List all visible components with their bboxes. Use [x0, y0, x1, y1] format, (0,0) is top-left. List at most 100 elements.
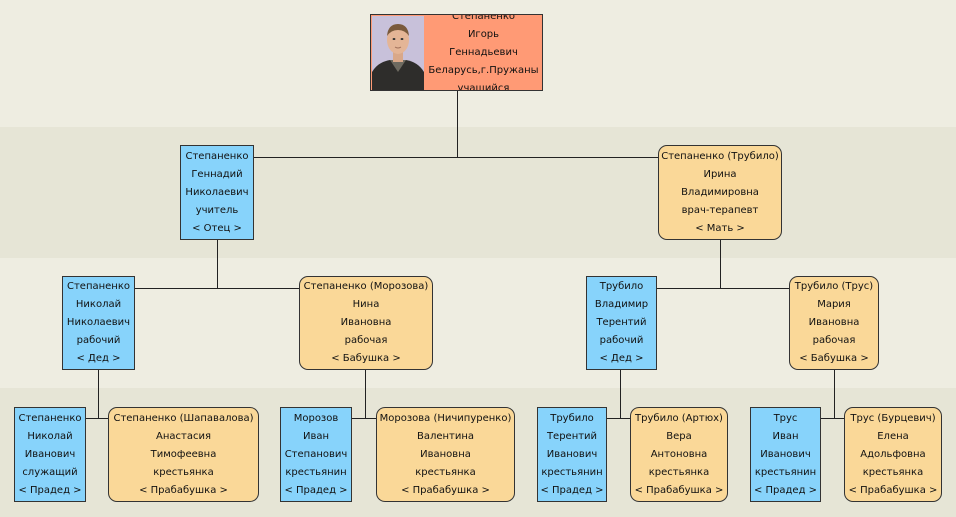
surname: Трубило (Трус)	[794, 281, 874, 292]
relation-label: < Прадед >	[284, 484, 348, 496]
first-name: Владимир	[594, 299, 649, 310]
person-card-great-grandfather-1[interactable]: Степаненко Николай Иванович служащий < П…	[14, 407, 86, 502]
first-name: Николай	[27, 430, 73, 442]
occupation: крестьянка	[862, 466, 924, 478]
person-photo-icon	[372, 16, 424, 90]
surname: Степаненко	[185, 150, 249, 162]
relation-label: < Прадед >	[540, 484, 604, 496]
person-card-mother[interactable]: Степаненко (Трубило) Ирина Владимировна …	[658, 145, 782, 240]
relation-label: < Дед >	[76, 353, 121, 364]
connector-mother	[657, 240, 789, 289]
patronymic: Ивановна	[808, 317, 860, 328]
first-name: Ирина	[703, 168, 737, 180]
occupation: врач-терапевт	[681, 204, 759, 216]
first-name: Николай	[75, 299, 122, 310]
relation-label: < Прабабушка >	[848, 484, 938, 496]
connector-father	[135, 240, 299, 289]
surname: Морозов	[293, 412, 339, 424]
person-card-father[interactable]: Степаненко Геннадий Николаевич учитель <…	[180, 145, 254, 240]
relation-label: < Прабабушка >	[634, 484, 724, 496]
person-card-great-grandfather-2[interactable]: Морозов Иван Степанович крестьянин < Пра…	[280, 407, 352, 502]
person-card-grandfather-maternal[interactable]: Трубило Владимир Терентий рабочий < Дед …	[586, 276, 657, 370]
relation-label: < Дед >	[599, 353, 644, 364]
occupation: учитель	[195, 204, 239, 216]
surname: Трубило (Артюх)	[635, 412, 723, 424]
occupation: крестьянин	[754, 466, 817, 478]
connector-gm1	[352, 370, 376, 419]
generation-band-2	[0, 127, 956, 258]
patronymic: Иванович	[760, 448, 811, 460]
patronymic: Николаевич	[185, 186, 249, 198]
patronymic: Ивановна	[340, 317, 392, 328]
relation-label: < Прадед >	[18, 484, 82, 496]
location: Беларусь,г.Пружаны	[428, 64, 539, 76]
occupation: крестьянка	[415, 466, 476, 478]
first-name: Анастасия	[156, 430, 211, 442]
occupation: крестьянка	[153, 466, 214, 478]
first-name: Вера	[666, 430, 692, 442]
patronymic: Иванович	[24, 448, 76, 460]
person-card-great-grandmother-4[interactable]: Трус (Бурцевич) Елена Адольфовна крестья…	[844, 407, 942, 502]
relation-label: < Прадед >	[753, 484, 818, 496]
person-card-great-grandfather-4[interactable]: Трус Иван Иванович крестьянин < Прадед >	[750, 407, 821, 502]
surname: Трубило	[599, 281, 644, 292]
first-name: Валентина	[416, 430, 475, 442]
surname: Степаненко (Морозова)	[303, 281, 429, 292]
connector-gm2	[821, 370, 844, 419]
patronymic: Тимофеевна	[150, 448, 217, 460]
first-name: Иван	[302, 430, 330, 442]
occupation: рабочий	[599, 335, 644, 346]
person-photo	[372, 16, 424, 90]
patronymic: Иванович	[546, 448, 598, 460]
surname: Трус	[773, 412, 798, 424]
patronymic: Терентий	[596, 317, 647, 328]
relation-label: < Прабабушка >	[401, 484, 490, 496]
surname: Морозова (Ничипуренко)	[379, 412, 512, 424]
occupation: служащий	[22, 466, 78, 478]
person-card-great-grandfather-3[interactable]: Трубило Терентий Иванович крестьянин < П…	[537, 407, 607, 502]
occupation: рабочий	[76, 335, 121, 346]
person-card-grandmother-paternal[interactable]: Степаненко (Морозова) Нина Ивановна рабо…	[299, 276, 433, 370]
person-card-great-grandmother-2[interactable]: Морозова (Ничипуренко) Валентина Ивановн…	[376, 407, 515, 502]
relation-label: < Бабушка >	[799, 353, 869, 364]
occupation: крестьянин	[285, 466, 347, 478]
connector-root	[254, 91, 658, 158]
person-card-great-grandmother-1[interactable]: Степаненко (Шапавалова) Анастасия Тимофе…	[108, 407, 259, 502]
first-name: Игорь	[467, 28, 500, 40]
surname: Степаненко	[18, 412, 82, 424]
patronymic: Степанович	[284, 448, 348, 460]
occupation: рабочая	[344, 335, 388, 346]
first-name: Нина	[352, 299, 380, 310]
connector-gf2	[607, 370, 630, 419]
surname: Степаненко	[66, 281, 130, 292]
occupation: учащийся	[457, 82, 510, 91]
first-name: Елена	[877, 430, 909, 442]
first-name: Геннадий	[191, 168, 243, 180]
surname: Степаненко	[451, 14, 515, 22]
surname: Трубило	[550, 412, 594, 424]
surname: Степаненко (Шапавалова)	[113, 412, 254, 424]
patronymic: Адольфовна	[860, 448, 926, 460]
relation-label: < Прабабушка >	[139, 484, 228, 496]
connector-gf1	[86, 370, 108, 419]
first-name: Мария	[817, 299, 851, 310]
occupation: крестьянин	[541, 466, 603, 478]
relation-label: < Отец >	[192, 222, 242, 234]
first-name: Терентий	[546, 430, 598, 442]
occupation: крестьянка	[648, 466, 710, 478]
person-card-great-grandmother-3[interactable]: Трубило (Артюх) Вера Антоновна крестьянк…	[630, 407, 728, 502]
root-person-info: Степаненко Игорь Геннадьевич Беларусь,г.…	[425, 15, 542, 90]
patronymic: Николаевич	[66, 317, 131, 328]
patronymic: Антоновна	[650, 448, 708, 460]
surname: Трус (Бурцевич)	[850, 412, 936, 424]
relation-label: < Мать >	[695, 222, 745, 234]
patronymic: Ивановна	[420, 448, 471, 460]
root-person-card[interactable]: Степаненко Игорь Геннадьевич Беларусь,г.…	[370, 14, 543, 91]
person-card-grandmother-maternal[interactable]: Трубило (Трус) Мария Ивановна рабочая < …	[789, 276, 879, 370]
patronymic: Геннадьевич	[449, 46, 518, 58]
person-card-grandfather-paternal[interactable]: Степаненко Николай Николаевич рабочий < …	[62, 276, 135, 370]
patronymic: Владимировна	[681, 186, 759, 198]
first-name: Иван	[772, 430, 799, 442]
occupation: рабочая	[812, 335, 856, 346]
